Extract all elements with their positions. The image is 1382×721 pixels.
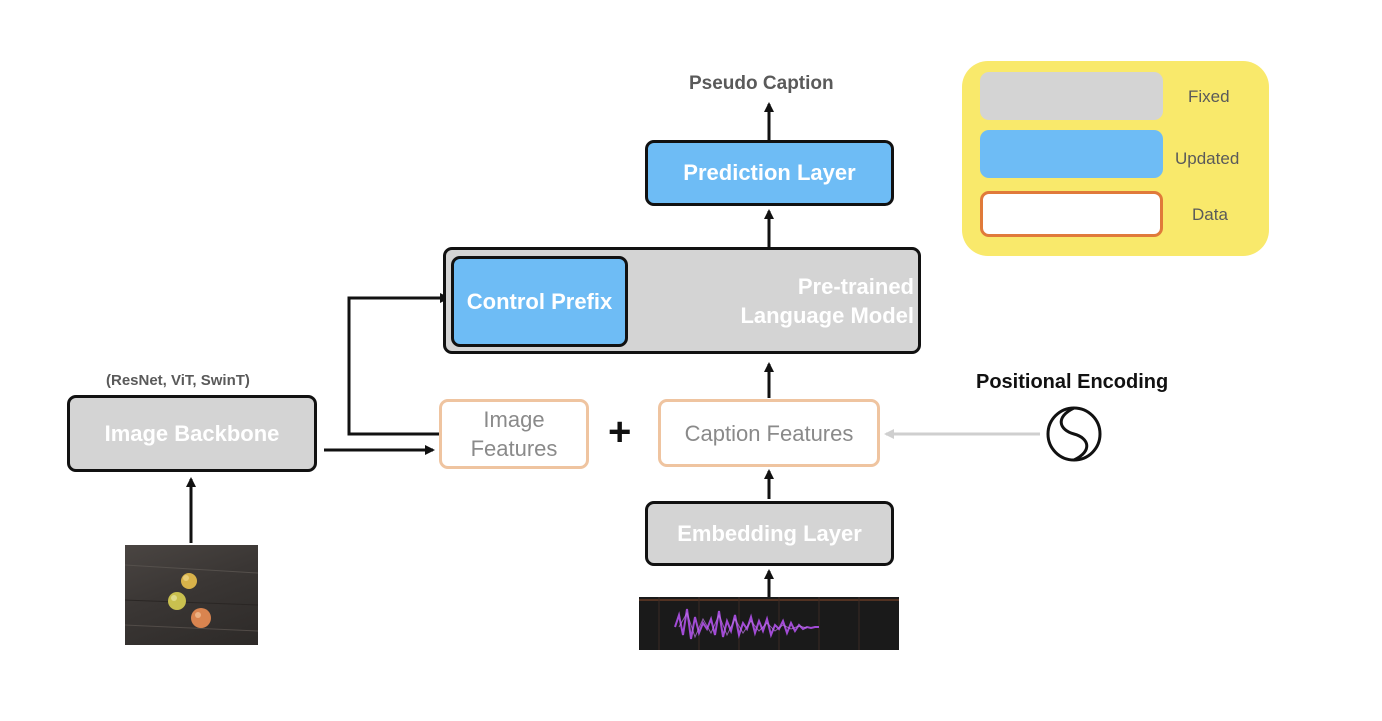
image-features-line2: Features xyxy=(470,436,558,461)
plus-sign: + xyxy=(608,410,632,454)
legend-panel: Fixed Updated Data xyxy=(962,61,1269,256)
language-model-label-line1: Pre-trained xyxy=(797,274,914,299)
legend-fixed-label: Fixed xyxy=(1188,87,1230,106)
image-features-line1: Image xyxy=(483,407,545,432)
positional-encoding-label: Positional Encoding xyxy=(976,371,1169,393)
legend-updated-label: Updated xyxy=(1175,149,1240,168)
apples-photo xyxy=(125,545,258,645)
legend-data-swatch xyxy=(980,191,1163,237)
audio-spectrogram xyxy=(639,597,899,650)
control-prefix-box: Control Prefix xyxy=(451,256,628,347)
audio-spectrogram-art xyxy=(639,597,899,650)
prediction-layer-box: Prediction Layer xyxy=(645,140,894,206)
image-backbone-box: Image Backbone xyxy=(67,395,317,472)
legend-data-label: Data xyxy=(1192,205,1228,224)
apples-photo-art xyxy=(125,564,258,632)
legend-updated-swatch xyxy=(980,130,1163,178)
embedding-layer-box: Embedding Layer xyxy=(645,501,894,566)
language-model-label-line2: Language Model xyxy=(740,303,914,328)
legend-fixed-swatch xyxy=(980,72,1163,120)
arrow-features-to-prefix xyxy=(347,293,450,436)
language-model-box: Control Prefix Pre-trained Language Mode… xyxy=(443,247,921,354)
image-features-box: Image Features xyxy=(439,399,589,469)
sine-wave-icon xyxy=(1046,406,1102,462)
backbone-variants-label: (ResNet, ViT, SwinT) xyxy=(106,372,250,389)
caption-features-box: Caption Features xyxy=(658,399,880,467)
pseudo-caption-label: Pseudo Caption xyxy=(689,73,834,94)
language-model-label: Pre-trained Language Model xyxy=(740,272,914,330)
